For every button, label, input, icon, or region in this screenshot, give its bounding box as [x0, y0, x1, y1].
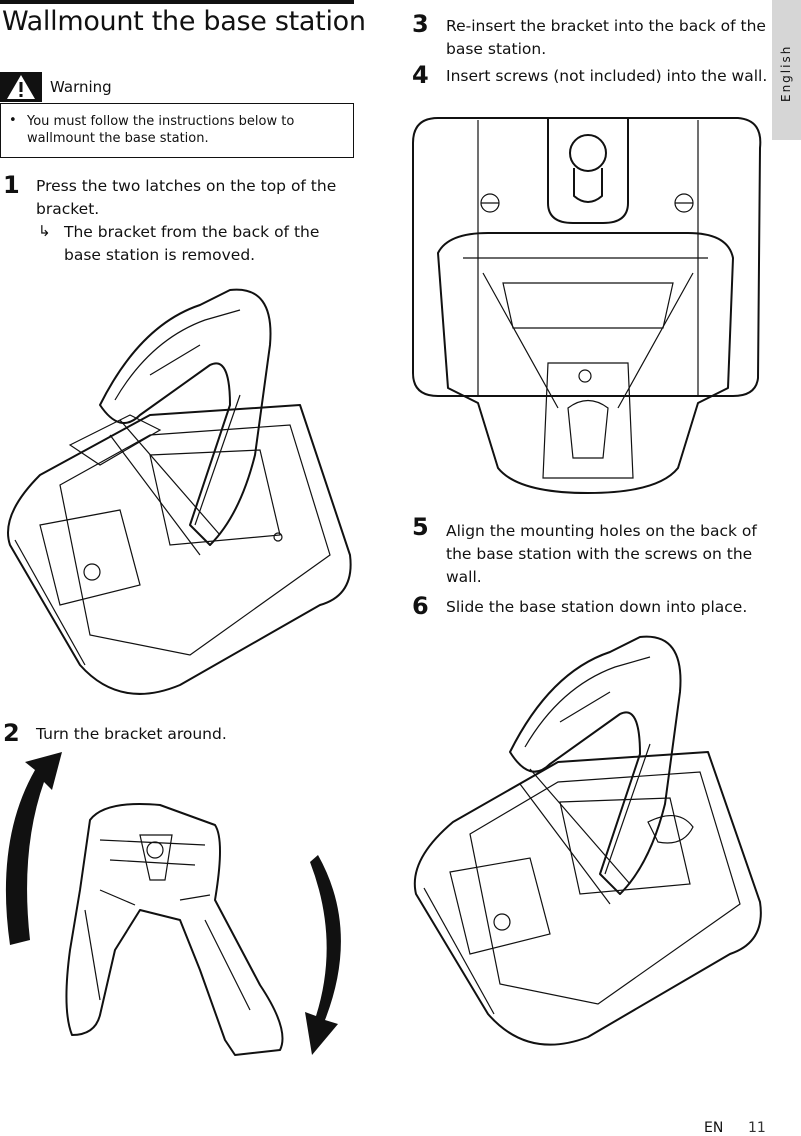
warning-box: • You must follow the instructions below…: [0, 103, 354, 158]
rotate-arrow-icon: [5, 752, 62, 945]
warning-text: You must follow the instructions below t…: [27, 114, 295, 146]
page-number: 11: [748, 1120, 766, 1136]
rotate-arrow-icon: [305, 855, 341, 1055]
step-6-number: 6: [412, 592, 429, 620]
step-6-text: Slide the base station down into place.: [446, 598, 748, 616]
warning-triangle-icon: [0, 72, 42, 102]
step-1-number: 1: [3, 171, 20, 199]
step-3-text: Re-insert the bracket into the back of t…: [446, 17, 766, 58]
language-tab-label: English: [779, 44, 793, 102]
step-1-result: The bracket from the back of the base st…: [64, 223, 320, 264]
figure-turn-bracket: [5, 752, 341, 1056]
step-5-text: Align the mounting holes on the back of …: [446, 522, 757, 586]
step-2-text: Turn the bracket around.: [36, 725, 227, 743]
step-3-number: 3: [412, 10, 429, 38]
warning-header: Warning: [0, 72, 354, 102]
figure-back-with-bracket: [412, 117, 762, 494]
step-1-text: Press the two latches on the top of the …: [36, 177, 337, 218]
footer-language: EN: [704, 1120, 724, 1136]
page-title: Wallmount the base station: [2, 6, 366, 37]
title-rule: [0, 0, 354, 4]
step-4-text: Insert screws (not included) into the wa…: [446, 67, 768, 85]
figure-slide-into-place: [413, 635, 762, 1046]
figure-remove-bracket: [7, 288, 352, 695]
language-tab: [772, 0, 801, 140]
warning-bullet: •: [9, 113, 17, 128]
step-4-number: 4: [412, 61, 429, 89]
warning-label: Warning: [50, 78, 112, 96]
step-2-number: 2: [3, 719, 20, 747]
step-5-number: 5: [412, 513, 429, 541]
result-arrow-icon: ↳: [38, 222, 51, 240]
